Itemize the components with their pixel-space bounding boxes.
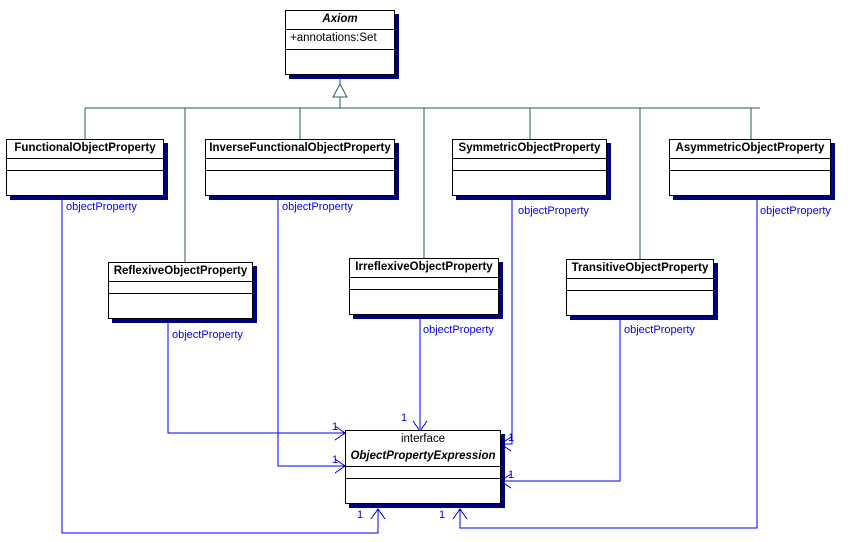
multiplicity-bottom-right: 1 (439, 509, 446, 521)
role-label-functional: objectProperty (66, 201, 137, 213)
role-label-reflexive: objectProperty (172, 329, 243, 341)
role-label-asymmetric: objectProperty (760, 205, 831, 217)
generalization-edges (84, 76, 760, 262)
assoc-asymmetric (459, 196, 758, 529)
axiom-operations-compartment (286, 50, 394, 74)
functional-attributes-compartment (7, 159, 163, 171)
arrowhead-bottom-left (370, 508, 386, 520)
role-label-inverse-functional: objectProperty (282, 201, 353, 213)
arrowhead-right-upper (500, 436, 512, 452)
class-box-axiom[interactable]: Axiom +annotations:Set (285, 10, 395, 75)
inverse-functional-name-compartment: InverseFunctionalObjectProperty (206, 140, 394, 159)
class-box-irreflexive-object-property[interactable]: IrreflexiveObjectProperty (349, 258, 499, 315)
class-box-object-property-expression[interactable]: interface ObjectPropertyExpression (345, 430, 501, 504)
axiom-attribute-annotations: +annotations:Set (290, 32, 377, 44)
class-box-functional-object-property[interactable]: FunctionalObjectProperty (6, 139, 164, 196)
transitive-attributes-compartment (567, 279, 713, 291)
role-label-irreflexive: objectProperty (423, 324, 494, 336)
ope-stereotype: interface (400, 433, 446, 445)
multiplicity-bottom-left: 1 (357, 509, 364, 521)
axiom-name-compartment: Axiom (286, 11, 394, 30)
reflexive-attributes-compartment (109, 282, 252, 294)
irreflexive-operations-compartment (350, 290, 498, 314)
transitive-class-name: TransitiveObjectProperty (571, 262, 709, 274)
assoc-transitive (502, 318, 621, 482)
assoc-symmetric (502, 196, 513, 445)
multiplicity-right-upper: 1 (508, 432, 515, 444)
functional-name-compartment: FunctionalObjectProperty (7, 140, 163, 159)
asymmetric-attributes-compartment (670, 159, 830, 171)
assoc-functional (61, 196, 379, 534)
ope-attributes-compartment (346, 467, 500, 479)
reflexive-name-compartment: ReflexiveObjectProperty (109, 263, 252, 282)
multiplicity-right-lower: 1 (508, 469, 515, 481)
class-box-transitive-object-property[interactable]: TransitiveObjectProperty (566, 259, 714, 316)
inverse-functional-class-name: InverseFunctionalObjectProperty (209, 142, 391, 154)
assoc-inverse-functional (277, 196, 344, 467)
arrowhead-right-lower (500, 473, 512, 489)
irreflexive-name-compartment: IrreflexiveObjectProperty (350, 259, 498, 278)
class-box-inverse-functional-object-property[interactable]: InverseFunctionalObjectProperty (205, 139, 395, 196)
association-arrowheads (334, 420, 512, 520)
role-label-symmetric: objectProperty (518, 205, 589, 217)
asymmetric-operations-compartment (670, 171, 830, 195)
class-box-reflexive-object-property[interactable]: ReflexiveObjectProperty (108, 262, 253, 319)
association-edges (61, 196, 758, 534)
symmetric-name-compartment: SymmetricObjectProperty (453, 140, 606, 159)
functional-operations-compartment (7, 171, 163, 195)
assoc-reflexive (167, 318, 344, 434)
class-box-asymmetric-object-property[interactable]: AsymmetricObjectProperty (669, 139, 831, 196)
generalization-arrowhead (332, 82, 348, 98)
asymmetric-name-compartment: AsymmetricObjectProperty (670, 140, 830, 159)
axiom-attributes-compartment: +annotations:Set (286, 30, 394, 50)
class-box-symmetric-object-property[interactable]: SymmetricObjectProperty (452, 139, 607, 196)
inverse-functional-attributes-compartment (206, 159, 394, 171)
ope-name-compartment: interface ObjectPropertyExpression (346, 431, 500, 467)
arrowhead-bottom-right (452, 508, 468, 520)
multiplicity-top: 1 (401, 412, 408, 424)
reflexive-operations-compartment (109, 294, 252, 318)
transitive-operations-compartment (567, 291, 713, 315)
irreflexive-attributes-compartment (350, 278, 498, 290)
multiplicity-left-lower: 1 (332, 454, 339, 466)
symmetric-operations-compartment (453, 171, 606, 195)
asymmetric-class-name: AsymmetricObjectProperty (675, 142, 825, 154)
role-label-transitive: objectProperty (624, 324, 695, 336)
axiom-class-name: Axiom (322, 13, 358, 25)
functional-class-name: FunctionalObjectProperty (14, 142, 156, 154)
transitive-name-compartment: TransitiveObjectProperty (567, 260, 713, 279)
ope-class-name: ObjectPropertyExpression (350, 450, 496, 462)
symmetric-attributes-compartment (453, 159, 606, 171)
irreflexive-class-name: IrreflexiveObjectProperty (355, 261, 493, 273)
ope-operations-compartment (346, 479, 500, 503)
symmetric-class-name: SymmetricObjectProperty (458, 142, 601, 154)
multiplicity-left-upper: 1 (332, 421, 339, 433)
inverse-functional-operations-compartment (206, 171, 394, 195)
reflexive-class-name: ReflexiveObjectProperty (113, 265, 248, 277)
